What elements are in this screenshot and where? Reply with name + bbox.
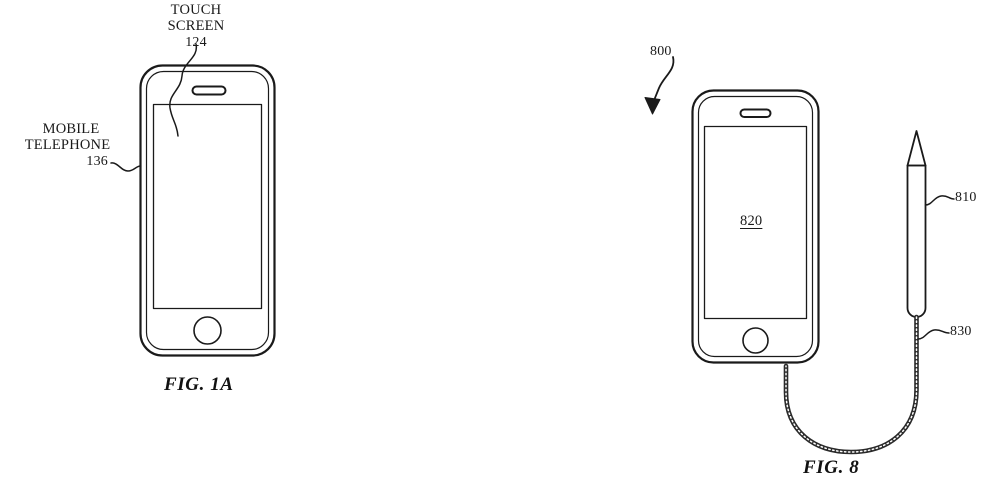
tether-cable-core (783, 314, 919, 455)
stylus-tip (906, 130, 927, 167)
leader-line-136 (110, 162, 142, 172)
phone-8-body-outer (691, 89, 820, 364)
leader-line-830 (917, 329, 950, 340)
phone-1a-body-inner (145, 70, 270, 351)
home-button-8 (742, 327, 769, 354)
figure-caption-1a: FIG. 1A (164, 374, 234, 395)
earpiece-speaker-1a (191, 85, 227, 96)
fig-1a-device (110, 43, 276, 357)
label-stylus-number-810: 810 (955, 190, 977, 205)
tether-cable-hatching (785, 316, 918, 453)
touch-screen-1a (152, 103, 263, 310)
label-cable-number-830: 830 (950, 324, 972, 339)
fig-8-assembly (644, 56, 955, 455)
label-touch-screen-number: 124 (185, 35, 207, 50)
arrowhead-800 (644, 97, 661, 115)
touch-screen-8 (703, 125, 808, 320)
leader-line-810 (924, 195, 955, 206)
label-display-number-820: 820 (740, 213, 763, 229)
label-mobile-telephone-line1: MOBILE (42, 121, 100, 137)
leader-line-124 (169, 43, 198, 137)
phone-8-body-inner (697, 95, 814, 358)
home-button-1a (193, 316, 222, 345)
stylus-barrel (906, 164, 927, 318)
label-mobile-telephone-line2: TELEPHONE (24, 137, 111, 153)
label-touch-screen-line1: TOUCH (170, 2, 222, 18)
figure-caption-8: FIG. 8 (803, 457, 860, 478)
label-system-number-800: 800 (650, 44, 672, 59)
phone-1a-body-outer (139, 64, 276, 357)
label-mobile-telephone-number: 136 (86, 154, 108, 169)
label-touch-screen-line2: SCREEN (167, 18, 225, 34)
earpiece-speaker-8 (739, 108, 772, 118)
